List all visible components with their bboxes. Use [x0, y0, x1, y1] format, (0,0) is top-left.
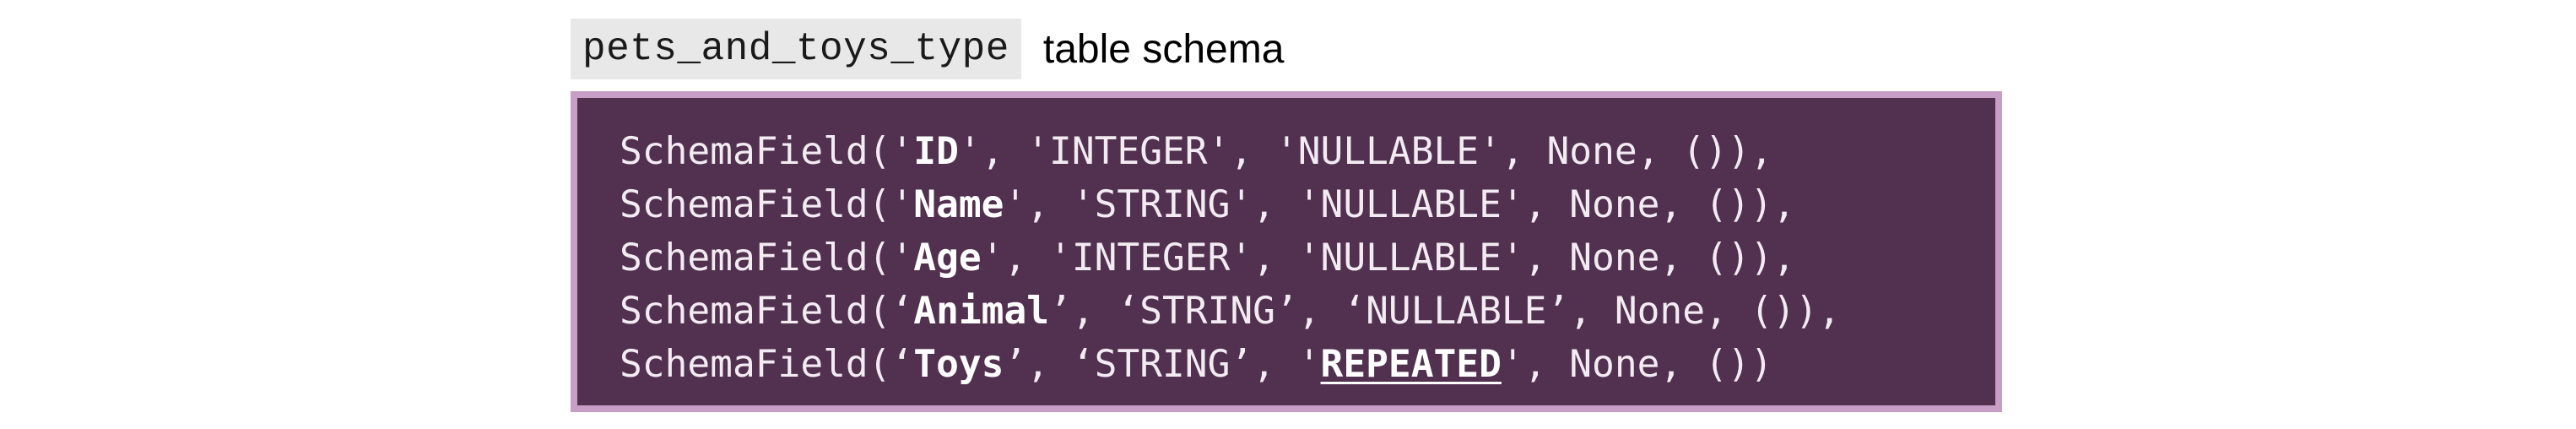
schema-field-line: SchemaField(‘Animal’, ‘STRING’, ‘NULLABL… — [620, 285, 1995, 338]
field-name: Age — [913, 236, 982, 280]
field-name: ID — [913, 130, 959, 173]
field-prefix: SchemaField(' — [620, 236, 914, 280]
field-mode: NULLABLE — [1320, 183, 1502, 226]
field-suffix: ’, None, ()), — [1546, 290, 1841, 333]
schema-field-line: SchemaField('ID', 'INTEGER', 'NULLABLE',… — [620, 125, 1995, 178]
field-mode-repeated: REPEATED — [1320, 343, 1502, 386]
field-mode: NULLABLE — [1320, 236, 1502, 280]
field-suffix: ', None, ()), — [1501, 183, 1796, 226]
field-mode: NULLABLE — [1366, 290, 1547, 333]
schema-caption: table schema — [1042, 26, 1285, 72]
field-mode: NULLABLE — [1297, 130, 1480, 173]
field-type: ’, ‘STRING’, ' — [1004, 343, 1321, 386]
schema-code-block: SchemaField('ID', 'INTEGER', 'NULLABLE',… — [571, 91, 2002, 412]
field-suffix: ', None, ()) — [1501, 343, 1773, 386]
field-prefix: SchemaField(‘ — [620, 290, 914, 333]
schema-title: pets_and_toys_type table schema — [571, 19, 1284, 79]
schema-field-line: SchemaField('Name', 'STRING', 'NULLABLE'… — [620, 178, 1995, 231]
table-name-code: pets_and_toys_type — [571, 19, 1021, 79]
field-suffix: ', None, ()), — [1479, 130, 1773, 173]
field-name: Name — [913, 183, 1004, 226]
schema-field-line: SchemaField(‘Toys’, ‘STRING’, 'REPEATED'… — [620, 338, 1995, 391]
field-type: ’, ‘STRING’, ‘ — [1049, 290, 1366, 333]
field-name: Animal — [913, 290, 1050, 333]
field-prefix: SchemaField(‘ — [620, 343, 914, 386]
field-type: ', 'INTEGER', ' — [981, 236, 1321, 280]
field-suffix: ', None, ()), — [1501, 236, 1796, 280]
schema-field-line: SchemaField('Age', 'INTEGER', 'NULLABLE'… — [620, 231, 1995, 285]
field-type: ', 'STRING', ' — [1004, 183, 1321, 226]
field-prefix: SchemaField(' — [620, 183, 914, 226]
field-type: ', 'INTEGER', ' — [958, 130, 1298, 173]
field-prefix: SchemaField(' — [620, 130, 914, 173]
field-name: Toys — [913, 343, 1004, 386]
